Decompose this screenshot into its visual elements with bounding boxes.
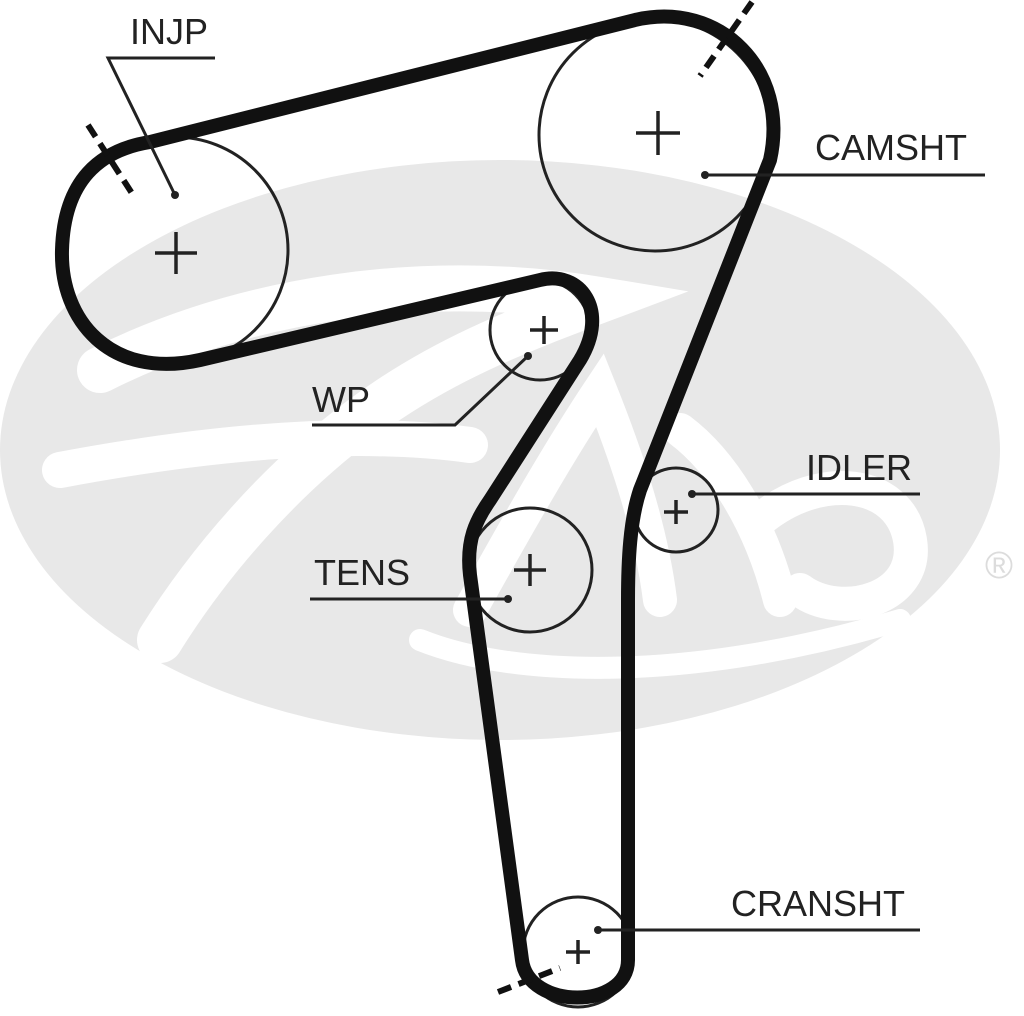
- tensioner-center-mark: [514, 554, 546, 586]
- leader-lines: [105, 56, 985, 934]
- camshaft-center-mark: [636, 111, 680, 155]
- component-labels: INJP CAMSHT WP IDLER TENS CRANSHT: [130, 11, 967, 924]
- pulley-centers: [155, 111, 688, 964]
- injp-timing-mark: [85, 123, 138, 200]
- injp-center-mark: [155, 232, 197, 274]
- timing-marks: [85, 0, 755, 995]
- idler-center-mark: [664, 500, 688, 524]
- water-pump-center-mark: [530, 316, 558, 344]
- label-idler: IDLER: [806, 447, 912, 488]
- label-cransht: CRANSHT: [731, 883, 905, 924]
- crankshaft-center-mark: [566, 940, 590, 964]
- label-wp: WP: [312, 379, 370, 420]
- label-injp: INJP: [130, 11, 208, 52]
- registered-mark: ®: [985, 545, 1013, 587]
- label-camsht: CAMSHT: [815, 127, 967, 168]
- camshaft-timing-mark: [697, 0, 755, 78]
- wp-leader: [312, 354, 530, 427]
- crankshaft-timing-mark: [496, 965, 562, 995]
- label-tens: TENS: [314, 552, 410, 593]
- injp-leader: [105, 56, 215, 196]
- gates-watermark-logo: ®: [0, 160, 1013, 740]
- timing-belt: [54, 9, 781, 1005]
